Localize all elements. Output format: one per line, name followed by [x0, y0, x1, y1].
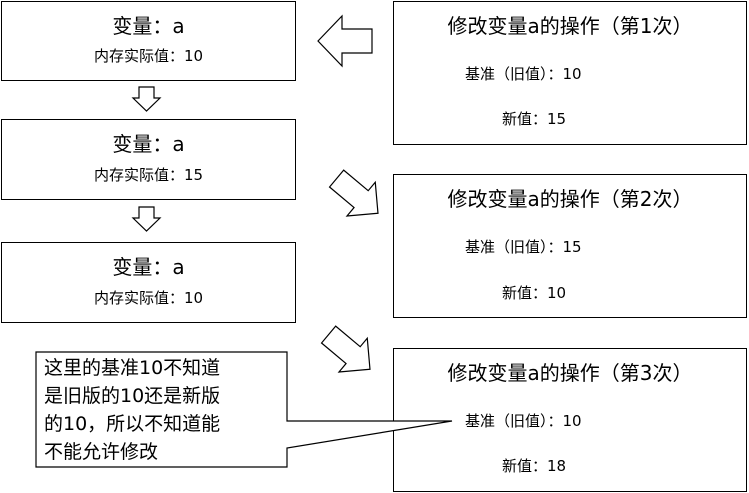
- operation-base-value: 基准（旧值）：15: [465, 238, 582, 256]
- down-arrow-icon: [131, 206, 162, 232]
- callout-line: 这里的基准10不知道: [44, 357, 221, 379]
- memory-state-box-3: 变量：a 内存实际值：10: [1, 242, 296, 323]
- memory-state-value: 内存实际值：10: [93, 47, 204, 65]
- callout-note: 这里的基准10不知道 是旧版的10还是新版 的10，所以不知道能 不能允许修改: [44, 354, 284, 466]
- operation-title: 修改变量a的操作（第3次）: [447, 361, 693, 385]
- operation-box-3: 修改变量a的操作（第3次） 基准（旧值）：10 新值：18: [393, 348, 747, 492]
- operation-new-value: 新值：10: [502, 284, 567, 302]
- diagonal-arrow-icon: [328, 169, 379, 217]
- memory-state-title: 变量：a: [112, 14, 185, 38]
- operation-new-value: 新值：18: [502, 457, 567, 475]
- operation-base-value: 基准（旧值）：10: [465, 412, 582, 430]
- callout-line: 不能允许修改: [44, 441, 159, 463]
- operation-new-value: 新值：15: [502, 110, 567, 128]
- operation-title: 修改变量a的操作（第1次）: [447, 14, 693, 38]
- memory-state-box-2: 变量：a 内存实际值：15: [1, 119, 296, 200]
- down-arrow-icon: [131, 86, 162, 112]
- memory-state-value: 内存实际值：15: [93, 166, 204, 184]
- callout-line: 是旧版的10还是新版: [44, 385, 221, 407]
- memory-state-title: 变量：a: [112, 255, 185, 279]
- memory-state-title: 变量：a: [112, 132, 185, 156]
- operation-base-value: 基准（旧值）：10: [465, 65, 582, 83]
- callout-shape: [35, 351, 453, 468]
- operation-box-2: 修改变量a的操作（第2次） 基准（旧值）：15 新值：10: [393, 174, 747, 318]
- callout-line: 的10，所以不知道能: [44, 413, 221, 435]
- memory-state-value: 内存实际值：10: [93, 289, 204, 307]
- diagonal-arrow-icon: [320, 325, 371, 373]
- operation-title: 修改变量a的操作（第2次）: [447, 187, 693, 211]
- left-arrow-icon: [317, 14, 373, 68]
- operation-box-1: 修改变量a的操作（第1次） 基准（旧值）：10 新值：15: [393, 1, 747, 145]
- memory-state-box-1: 变量：a 内存实际值：10: [1, 1, 296, 81]
